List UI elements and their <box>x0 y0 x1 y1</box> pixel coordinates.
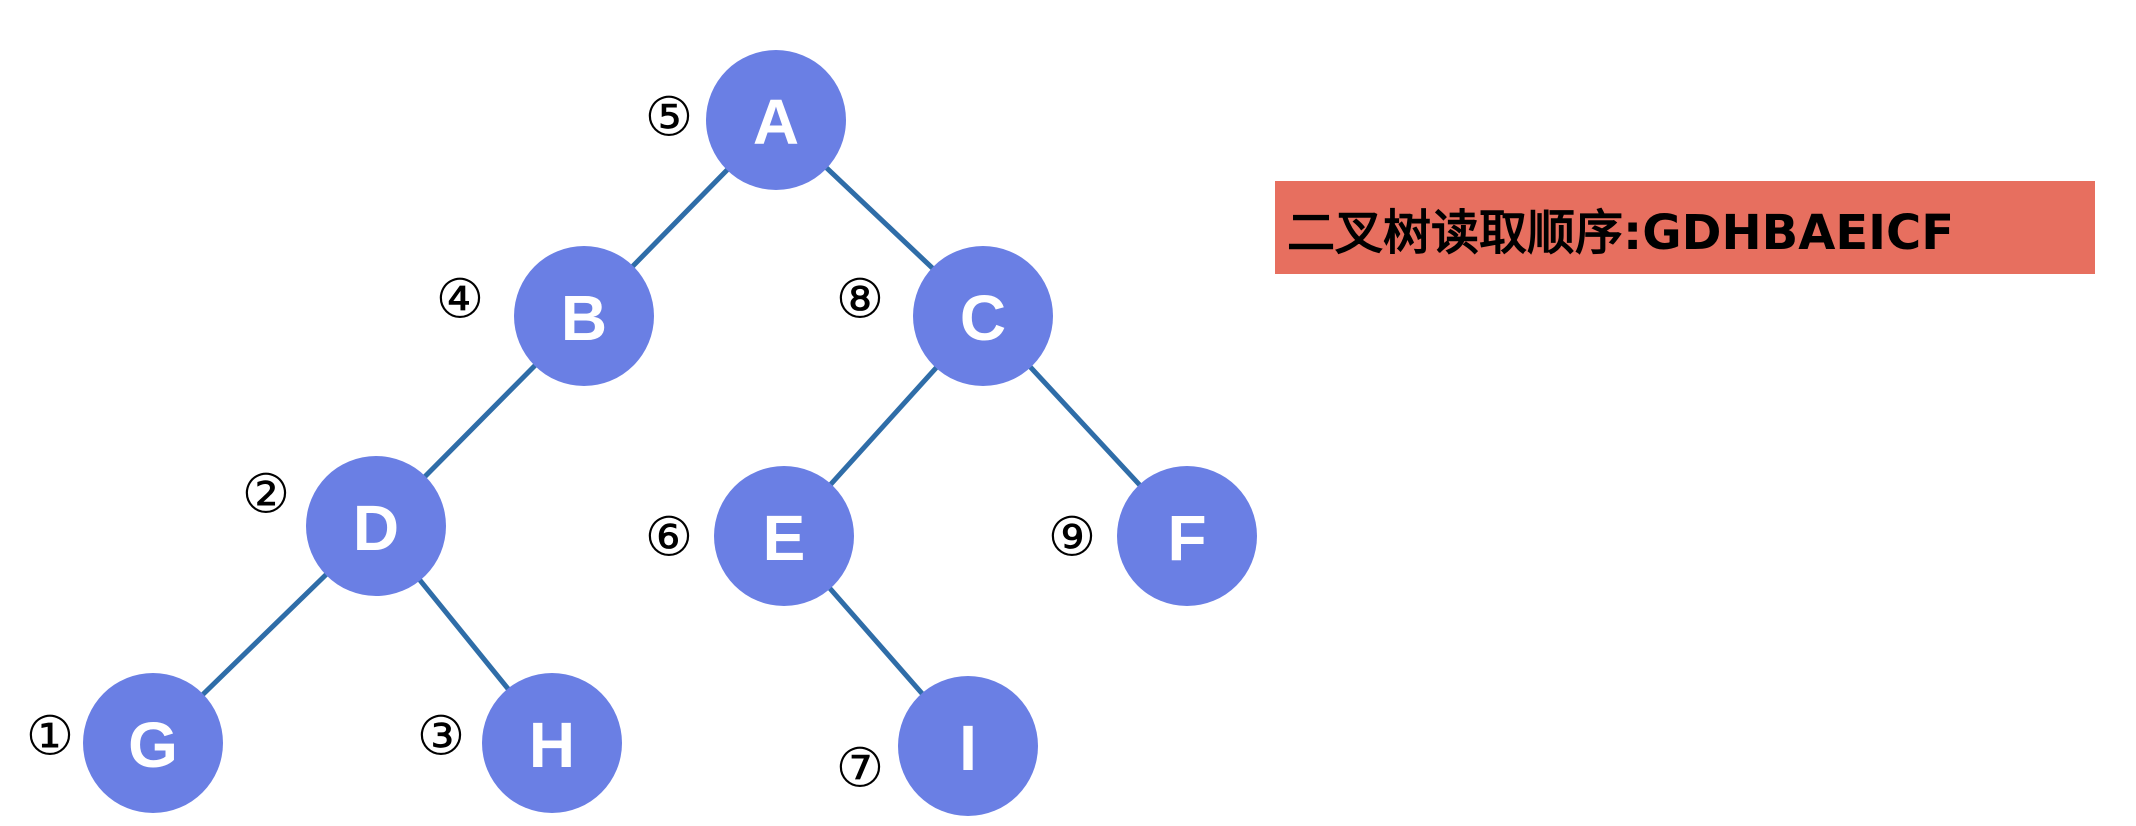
node-circle <box>913 246 1053 386</box>
tree-node-i: I⑦ <box>836 676 1038 816</box>
traversal-order-number: ⑨ <box>1048 506 1096 569</box>
node-circle <box>306 456 446 596</box>
tree-node-a: A⑤ <box>645 50 846 190</box>
tree-node-b: B④ <box>436 246 654 386</box>
node-label: G <box>128 709 178 781</box>
traversal-order-banner: 二叉树读取顺序:GDHBAEICF <box>1275 181 2095 274</box>
traversal-order-number: ⑧ <box>836 268 884 331</box>
tree-node-h: H③ <box>417 673 622 813</box>
node-circle <box>514 246 654 386</box>
tree-node-d: D② <box>242 456 446 596</box>
traversal-order-number: ② <box>242 463 290 526</box>
node-circle <box>714 466 854 606</box>
node-circle <box>1117 466 1257 606</box>
tree-node-g: G① <box>26 673 223 813</box>
node-circle <box>706 50 846 190</box>
node-label: B <box>561 282 607 354</box>
tree-node-c: C⑧ <box>836 246 1053 386</box>
traversal-order-text: 二叉树读取顺序:GDHBAEICF <box>1287 204 1955 261</box>
traversal-order-number: ④ <box>436 268 484 331</box>
tree-node-f: F⑨ <box>1048 466 1257 606</box>
node-label: C <box>960 282 1006 354</box>
node-circle <box>482 673 622 813</box>
node-label: I <box>959 712 977 784</box>
traversal-order-number: ⑤ <box>645 86 693 149</box>
traversal-order-number: ⑦ <box>836 737 884 800</box>
traversal-order-number: ① <box>26 705 74 768</box>
node-label: E <box>763 502 806 574</box>
traversal-order-number: ⑥ <box>645 506 693 569</box>
node-circle <box>83 673 223 813</box>
node-label: H <box>529 709 575 781</box>
node-label: F <box>1167 502 1206 574</box>
tree-node-e: E⑥ <box>645 466 854 606</box>
node-label: D <box>353 492 399 564</box>
node-circle <box>898 676 1038 816</box>
traversal-order-number: ③ <box>417 705 465 768</box>
node-label: A <box>753 86 799 158</box>
